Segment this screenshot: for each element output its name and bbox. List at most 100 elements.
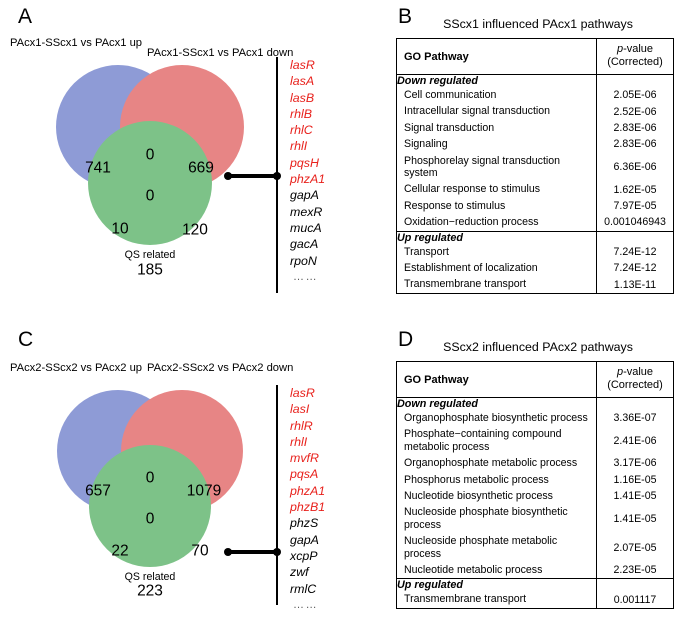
venn-region-down-qs-a: 120 (182, 221, 208, 239)
section-heading-spacer (596, 578, 674, 592)
panel-c-set-label-down: PAcx2-SScx2 vs PAcx2 down (147, 362, 294, 374)
panel-b-letter: B (398, 5, 413, 28)
column-header-pathway: GO Pathway (396, 38, 597, 75)
gene-item: phzB1 (290, 500, 326, 515)
panel-a-letter: A (18, 5, 33, 28)
pathway-name: Nucleotide biosynthetic process (404, 490, 553, 503)
panel-c-set-label-up: PAcx2-SScx2 vs PAcx2 up (10, 362, 143, 374)
panel-d-title: SScx2 influenced PAcx2 pathways (443, 340, 633, 354)
venn-circle-qs-a (88, 121, 212, 245)
column-header-pathway: GO Pathway (396, 361, 597, 398)
venn-region-up-down-c: 0 (145, 469, 155, 487)
table-row: Intracellular signal transduction 2.52E-… (397, 103, 674, 120)
venn-region-down-only-a: 669 (188, 159, 214, 177)
pathway-name: Transmembrane transport (404, 593, 527, 606)
section-heading-row: Down regulated (396, 74, 674, 87)
table-row: Phosphate−containing compound metabolic … (397, 426, 674, 456)
venn-diagram-a (56, 65, 244, 245)
table-row: Organophosphate metabolic process 3.17E-… (397, 455, 674, 472)
venn-bottom-label-c: QS related (124, 571, 176, 583)
pathway-name: Phosphate−containing compound metabolic … (404, 428, 562, 453)
venn-region-all-a: 0 (145, 187, 155, 205)
column-header-pvalue: p-value (Corrected) (596, 361, 674, 398)
gene-item: rhlI (290, 139, 308, 154)
table-row: Response to stimulus 7.97E-05 (397, 197, 674, 215)
table-row: Nucleoside phosphate metabolic process 2… (397, 533, 674, 563)
venn-region-up-only-c: 657 (85, 482, 111, 500)
gene-list-ellipsis-a: …… (293, 270, 319, 283)
table-row: Nucleotide metabolic process 2.23E-05 (397, 562, 674, 579)
pathway-pvalue: 0.001046943 (596, 214, 674, 232)
pvalue-italic-p: p (616, 43, 624, 55)
gene-bracket-a (276, 57, 278, 293)
pathway-name: Transport (404, 245, 449, 258)
table-header-row-d: GO Pathway p-value (Corrected) (396, 361, 674, 398)
table-row: Cell communication 2.05E-06 (397, 87, 674, 104)
pathway-name: Signaling (404, 138, 448, 151)
gene-item: rmlC (290, 581, 317, 596)
pathway-name: Nucleoside phosphate metabolic process (404, 535, 558, 560)
pathway-name: Intracellular signal transduction (404, 105, 551, 118)
column-header-corrected: (Corrected) (607, 379, 663, 391)
pathway-name: Cell communication (404, 89, 497, 101)
venn-region-qs-only-a: 185 (137, 261, 163, 279)
table-row: Transmembrane transport 0.001117 (397, 591, 674, 609)
venn-diagram-c (57, 390, 243, 567)
gene-bracket-c (276, 385, 278, 605)
pathway-name: Oxidation−reduction process (404, 216, 539, 229)
section-heading-row: Up regulated (396, 230, 674, 244)
gene-item: phzS (290, 516, 319, 531)
gene-list-c: lasR lasI rhlR rhlI mvfR pqsA phzA1 phzB… (290, 385, 325, 613)
go-pathway-table-d: GO Pathway p-value (Corrected) Down regu… (396, 361, 674, 609)
venn-region-up-qs-c: 22 (111, 542, 129, 560)
connector-line-c (228, 550, 278, 554)
gene-item: mucA (290, 220, 322, 235)
gene-item: pqsH (290, 155, 319, 170)
column-header-pvalue: p-value (Corrected) (596, 38, 674, 75)
pathway-pvalue: 7.24E-12 (596, 243, 674, 261)
venn-region-up-only-a: 741 (85, 159, 111, 177)
gene-item: lasA (290, 74, 315, 89)
section-heading-up: Up regulated (396, 230, 597, 244)
venn-circle-qs-c (89, 445, 211, 567)
gene-item: gapA (290, 532, 319, 547)
pvalue-suffix: -value (623, 366, 654, 378)
pathway-name: Signal transduction (404, 121, 495, 134)
pathway-pvalue: 1.16E-05 (596, 471, 674, 489)
pathway-name: Nucleoside phosphate biosynthetic proces… (404, 506, 568, 531)
section-heading-down: Down regulated (396, 74, 597, 87)
pathway-pvalue: 0.001117 (596, 591, 674, 609)
pathway-pvalue: 7.24E-12 (596, 260, 674, 277)
panel-a-set-label-up: PAcx1-SScx1 vs PAcx1 up (10, 37, 143, 49)
pathway-pvalue: 2.23E-05 (596, 562, 674, 579)
pathway-pvalue: 1.41E-05 (596, 504, 674, 534)
pathway-pvalue: 7.97E-05 (596, 197, 674, 215)
gene-item: zwf (290, 565, 309, 580)
gene-item: lasR (290, 58, 315, 72)
gene-item: rhlR (290, 418, 313, 433)
gene-item: rhlI (290, 434, 308, 449)
table-header-row-b: GO Pathway p-value (Corrected) (396, 38, 674, 75)
pvalue-suffix: -value (623, 43, 654, 55)
gene-item: lasI (290, 402, 310, 417)
gene-list-ellipsis-c: …… (293, 598, 319, 611)
pathway-name: Transmembrane transport (404, 278, 527, 291)
venn-region-down-only-c: 1079 (186, 482, 222, 500)
pathway-pvalue: 1.62E-05 (596, 181, 674, 198)
section-heading-row: Up regulated (396, 578, 674, 592)
gene-item: gacA (290, 237, 319, 252)
connector-line-a (228, 174, 278, 178)
panel-a-venn: 741 669 185 0 10 120 0 QS related (30, 55, 280, 277)
table-row: Transport 7.24E-12 (397, 243, 674, 261)
gene-item: rhlB (290, 106, 313, 121)
gene-item: pqsA (290, 467, 319, 482)
table-row: Phosphorus metabolic process 1.16E-05 (397, 471, 674, 489)
gene-item: mexR (290, 204, 323, 219)
gene-list-a: lasR lasA lasB rhlB rhlC rhlI pqsH phzA1… (290, 57, 325, 285)
table-row: Phosphorelay signal transduction system … (397, 152, 674, 182)
table-row: Organophosphate biosynthetic process 3.3… (397, 410, 674, 427)
section-heading-down: Down regulated (396, 397, 597, 410)
gene-item: lasR (290, 386, 315, 400)
pathway-pvalue: 2.05E-06 (596, 87, 674, 104)
table-row: Signaling 2.83E-06 (397, 136, 674, 153)
